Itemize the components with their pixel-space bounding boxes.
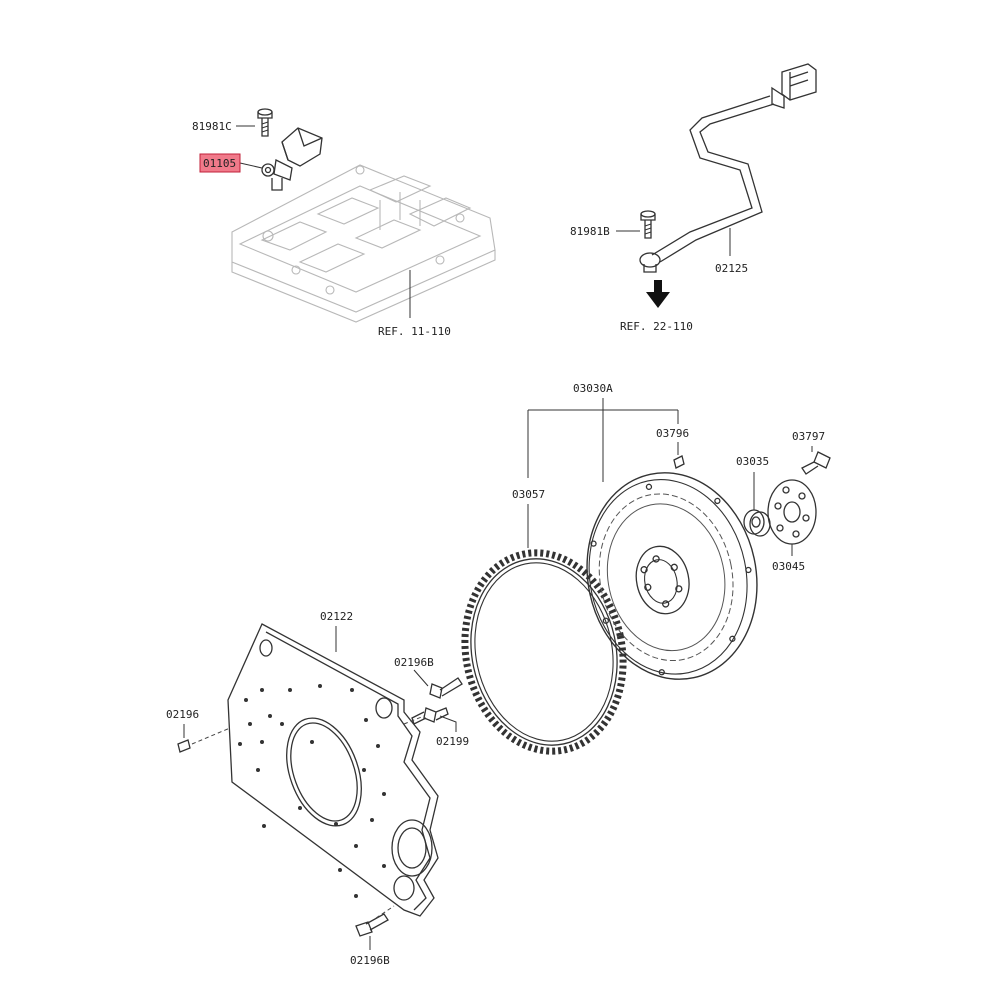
03797-label: 03797	[792, 430, 825, 443]
bolt-81981c	[257, 108, 273, 137]
highlighted-part-box[interactable]	[199, 153, 241, 173]
dowel-02196	[177, 739, 191, 753]
down-arrow-icon	[646, 280, 670, 308]
ref11-label: REF. 11-110	[378, 325, 451, 338]
03057-label: 03057	[512, 488, 545, 501]
bolt-03797	[801, 451, 831, 475]
02122-label: 02122	[320, 610, 353, 623]
03045-label: 03045	[772, 560, 805, 573]
ring-gear-03057	[461, 549, 627, 755]
plate-03045	[767, 479, 817, 545]
flywheel-03030a	[586, 472, 758, 680]
bolt-81981b	[640, 210, 656, 239]
cam-position-sensor	[261, 127, 323, 191]
03030a-label: 03030A	[573, 382, 613, 395]
02199-dash	[403, 715, 425, 725]
bolt-02196b-top	[429, 677, 463, 699]
81981b-label: 81981B	[570, 225, 610, 238]
03796-label: 03796	[656, 427, 689, 440]
02196b-bottom-dash	[375, 905, 395, 919]
02196-label: 02196	[166, 708, 199, 721]
02199-leader	[439, 715, 457, 732]
01105-leader	[239, 162, 263, 169]
adapter-plate-02122	[227, 623, 439, 917]
03035-label: 03035	[736, 455, 769, 468]
bolt-02196b-bottom	[355, 913, 389, 937]
spacer-03035	[743, 509, 771, 537]
crank-sensor-harness	[639, 63, 817, 273]
cylinder-head-reference	[231, 164, 496, 323]
02196b-bottom-label: 02196B	[350, 954, 390, 967]
02199-label: 02199	[436, 735, 469, 748]
81981c-label: 81981C	[192, 120, 232, 133]
dowel-pin-03796	[673, 455, 685, 469]
02196-dash	[191, 727, 231, 745]
03030a-bracket	[527, 398, 679, 482]
02196b-top-leader	[413, 669, 429, 687]
02196b-top-label: 02196B	[394, 656, 434, 669]
ref22-label: REF. 22-110	[620, 320, 693, 333]
02125-label: 02125	[715, 262, 748, 275]
01105-label[interactable]: 01105	[203, 157, 236, 170]
stud-02199	[411, 707, 449, 725]
